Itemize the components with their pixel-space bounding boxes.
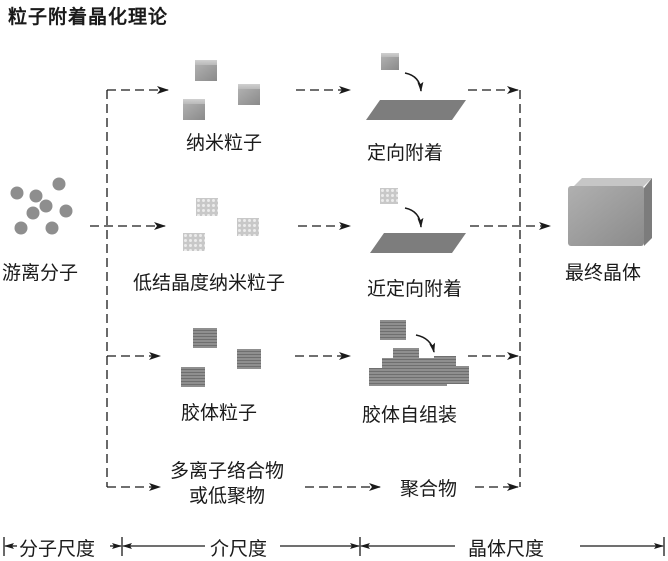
label-low-crystallinity-nanoparticles: 低结晶度纳米粒子 bbox=[133, 272, 286, 294]
scale-bar bbox=[3, 537, 665, 556]
near-oriented-attachment-icon bbox=[370, 188, 466, 253]
label-oriented-attachment: 定向附着 bbox=[367, 142, 444, 164]
scale-label-crystal: 晶体尺度 bbox=[468, 538, 545, 560]
nanoparticles-icon bbox=[183, 60, 260, 120]
colloidal-particles-icon bbox=[181, 328, 261, 387]
label-near-oriented-attachment: 近定向附着 bbox=[367, 278, 463, 300]
label-colloidal-particles: 胶体粒子 bbox=[181, 402, 258, 424]
oriented-attachment-icon bbox=[366, 53, 466, 120]
diagram-title: 粒子附着晶化理论 bbox=[8, 6, 169, 28]
scale-label-meso: 介尺度 bbox=[210, 538, 268, 560]
label-nanoparticles: 纳米粒子 bbox=[186, 132, 263, 154]
final-crystal-icon bbox=[568, 178, 652, 246]
label-polyion-complex-line1: 多离子络合物 bbox=[170, 460, 285, 482]
colloidal-self-assembly-icon bbox=[369, 320, 469, 386]
label-final-crystal: 最终晶体 bbox=[565, 262, 642, 284]
low-crystallinity-nanoparticles-icon bbox=[183, 198, 259, 251]
free-molecules-icon bbox=[10, 177, 73, 235]
label-polyion-complex-line2: 或低聚物 bbox=[189, 485, 266, 507]
label-polymer: 聚合物 bbox=[400, 478, 458, 500]
scale-label-molecular: 分子尺度 bbox=[19, 538, 96, 560]
label-free-molecules: 游离分子 bbox=[2, 262, 79, 284]
label-colloidal-self-assembly: 胶体自组装 bbox=[362, 404, 458, 426]
